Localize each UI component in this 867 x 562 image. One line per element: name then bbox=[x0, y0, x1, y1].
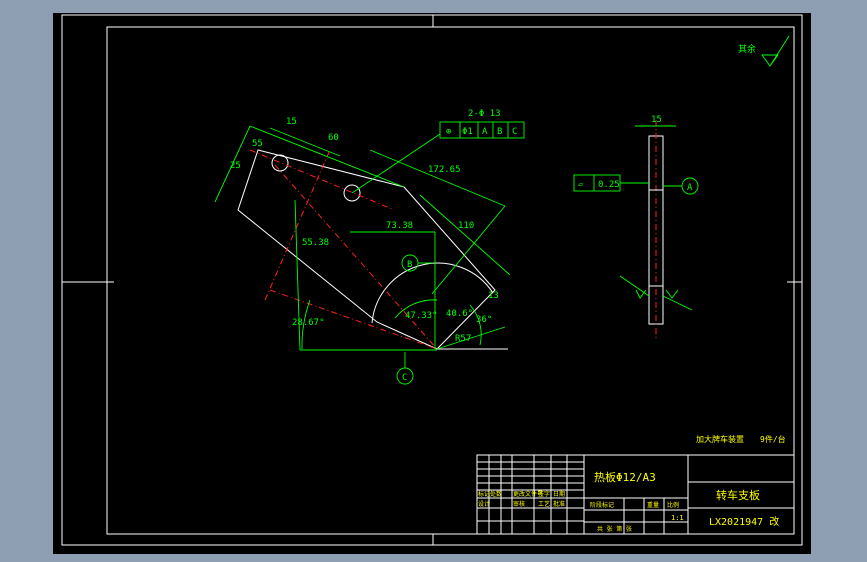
row-label-1: 标记 bbox=[478, 490, 490, 498]
col-label-2: 重量 bbox=[647, 501, 659, 509]
part-arc bbox=[371, 262, 494, 324]
outer-border bbox=[61, 14, 803, 546]
col-label-3: 比例 bbox=[667, 501, 679, 509]
side-roughness bbox=[635, 289, 679, 299]
dimension-lines bbox=[214, 125, 511, 351]
angle-28: 28.67° bbox=[292, 318, 325, 328]
inner-frame bbox=[106, 26, 795, 535]
centerline-3 bbox=[274, 164, 438, 350]
note-1: 加大牌车装置 bbox=[696, 434, 744, 444]
datum-a-label: A bbox=[687, 183, 693, 193]
callout-cell-2: Φ1 bbox=[462, 127, 473, 137]
callout-cell-3: A bbox=[482, 127, 488, 137]
radius-57: R57 bbox=[455, 334, 471, 344]
side-thickness: 15 bbox=[651, 115, 662, 125]
row-label-3: 更改文件号 bbox=[513, 490, 543, 498]
drawing-sheet bbox=[53, 13, 811, 554]
dim-13: 13 bbox=[488, 291, 499, 301]
scale-value: 1:1 bbox=[671, 514, 684, 522]
centerline-4 bbox=[269, 289, 438, 350]
col-label-1: 阶段标记 bbox=[590, 501, 614, 509]
material-label: 热板Φ12/A3 bbox=[594, 470, 656, 484]
dim-73: 73.38 bbox=[386, 221, 413, 231]
callout-cell-4: B bbox=[497, 127, 502, 137]
row-label-4: 签字 bbox=[538, 490, 550, 498]
angle-40: 40.6° bbox=[446, 309, 473, 319]
row2-label-3: 工艺 bbox=[538, 500, 550, 508]
note-2: 9件/台 bbox=[760, 434, 786, 444]
dim-172: 172.65 bbox=[428, 165, 461, 175]
datum-c-label: C bbox=[402, 373, 407, 383]
centerline-1 bbox=[264, 149, 331, 301]
hole-count-label: 2-Φ 13 bbox=[468, 109, 501, 119]
position-tolerance-frame bbox=[439, 121, 525, 139]
callout-cell-1: ⊕ bbox=[446, 127, 451, 137]
sheet-label: 共 张 第 张 bbox=[597, 525, 632, 533]
datum-b-label: B bbox=[407, 260, 412, 270]
row-label-5: 日期 bbox=[553, 490, 565, 498]
row2-label-4: 批准 bbox=[553, 500, 565, 508]
dim-110: 110 bbox=[458, 221, 474, 231]
dim-15: 15 bbox=[286, 117, 297, 127]
flatness-symbol: ▱ bbox=[578, 180, 584, 190]
dim-60: 60 bbox=[328, 133, 339, 143]
callout-cell-5: C bbox=[512, 127, 517, 137]
part-name: 转车支板 bbox=[716, 488, 760, 502]
dim-25: 25 bbox=[230, 161, 241, 171]
hole-right bbox=[343, 184, 361, 202]
row2-label-1: 设计 bbox=[478, 500, 490, 508]
drawing-number: LX2021947 改 bbox=[709, 515, 779, 528]
hole-left bbox=[271, 154, 289, 172]
roughness-symbol bbox=[761, 35, 790, 67]
angle-47: 47.33° bbox=[405, 311, 438, 321]
flatness-value: 0.25 bbox=[598, 180, 620, 190]
title-block bbox=[476, 454, 795, 535]
dim-55: 55 bbox=[252, 139, 263, 149]
angle-36: 36° bbox=[476, 315, 492, 325]
row2-label-2: 审核 bbox=[513, 500, 525, 508]
roughness-label: 其余 bbox=[738, 43, 756, 55]
row-label-2: 处数 bbox=[490, 490, 502, 498]
dim-55b: 55.38 bbox=[302, 238, 329, 248]
